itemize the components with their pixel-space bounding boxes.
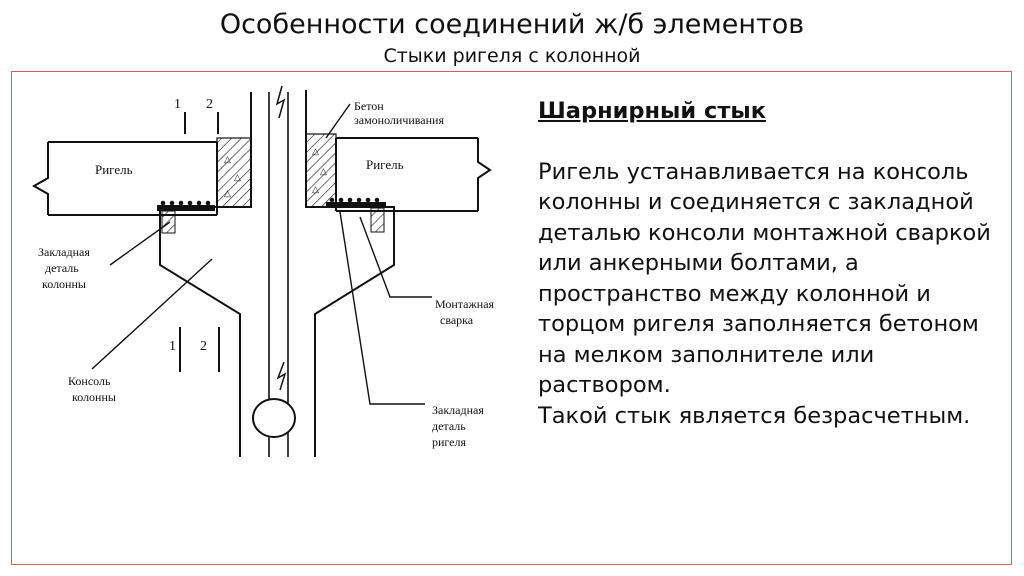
slide-subtitle: Стыки ригеля с колонной	[383, 45, 641, 67]
welding-left	[157, 200, 215, 234]
grout-label-line2: замоноличивания	[354, 113, 444, 127]
grout-triangles: △△△ △△△	[224, 146, 327, 198]
grout-label-line1: Бетон	[354, 99, 384, 113]
beam-plate-label-line2: деталь	[432, 419, 466, 433]
column-plate-label-line3: колонны	[42, 277, 86, 291]
svg-text:△: △	[320, 166, 327, 176]
conclusion-paragraph: Такой стык является безрасчетным.	[538, 402, 971, 429]
leader-lines	[91, 103, 432, 405]
section-2-top-label: 2	[206, 97, 213, 112]
grout-left	[216, 137, 252, 208]
welding-right	[326, 197, 386, 233]
welding-label-line2: сварка	[440, 313, 474, 327]
break-marks	[275, 85, 287, 391]
section-heading: Шарнирный стык	[538, 98, 766, 124]
description-paragraph: Ригель устанавливается на консоль колонн…	[538, 158, 991, 399]
console-label-line1: Консоль	[68, 374, 111, 388]
section-2-bottom-label: 2	[200, 339, 207, 354]
joint-drawing: △△△ △△△ 1 2 1 2 Ригель Ригель Бетон за	[31, 85, 495, 457]
svg-text:△: △	[312, 184, 319, 194]
column-plate-label-line2: деталь	[45, 261, 79, 275]
console-label-line2: колонны	[72, 390, 116, 404]
grout-right	[305, 133, 337, 208]
left-beam	[31, 141, 218, 216]
svg-text:△: △	[312, 146, 319, 156]
svg-text:△: △	[224, 154, 231, 164]
right-beam-label: Ригель	[366, 157, 404, 172]
section-1-top-label: 1	[174, 97, 181, 112]
svg-text:△: △	[224, 188, 231, 198]
svg-text:△: △	[234, 172, 241, 182]
left-beam-label: Ригель	[95, 162, 133, 177]
section-1-bottom-label: 1	[169, 339, 176, 354]
column-section-circle	[252, 398, 296, 438]
description-block: Шарнирный стык Ригель устанавливается на…	[538, 96, 998, 431]
content-frame	[11, 71, 1012, 565]
beam-plate-label-line3: ригеля	[432, 435, 467, 449]
welding-label-line1: Монтажная	[435, 297, 495, 311]
beam-plate-label-line1: Закладная	[432, 403, 484, 417]
section-marks	[179, 112, 220, 372]
column-plate-label-line1: Закладная	[38, 245, 90, 259]
slide-title: Особенности соединений ж/б элементов	[219, 9, 805, 40]
